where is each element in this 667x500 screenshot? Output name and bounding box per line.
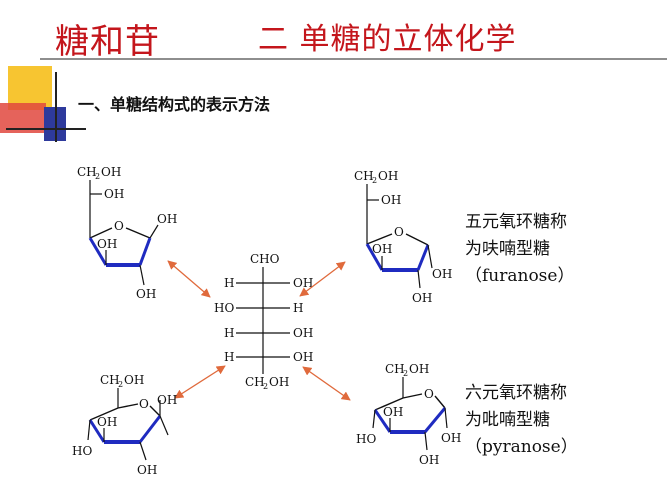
fr-bond-bold — [365, 243, 384, 271]
pl-bond — [149, 405, 161, 417]
pl-bond — [159, 415, 169, 436]
fischer-row4-left: H — [224, 350, 234, 364]
fr-oh-c5: OH — [381, 193, 401, 207]
pr-bond-bold — [423, 407, 447, 433]
fl-ch2oh-oh: OH — [101, 165, 121, 179]
fischer-top: CHO — [250, 252, 280, 266]
fl-oh-c2: OH — [136, 287, 156, 301]
fl-ring-o: O — [114, 219, 124, 233]
fischer-row3-left: H — [224, 326, 234, 340]
pyranose-note: 六元氧环糖称 为吡喃型糖 （pyranose） — [465, 380, 578, 461]
fl-bond — [89, 227, 113, 239]
pr-bond — [424, 431, 428, 451]
arrow-top-left — [167, 260, 211, 298]
pr-bond — [444, 407, 448, 429]
fischer-bottom-oh: OH — [269, 375, 289, 389]
equilibrium-arrows — [167, 260, 351, 401]
fl-oh-c5: OH — [104, 187, 124, 201]
furanose-note-line1: 五元氧环糖称 — [465, 212, 567, 232]
pr-bond — [434, 395, 446, 409]
fischer-row3-right: OH — [293, 326, 313, 340]
slide-title-left: 糖和苷 — [55, 22, 160, 62]
furanose-note: 五元氧环糖称 为呋喃型糖 （furanose） — [465, 209, 574, 290]
fr-oh-c2: OH — [412, 291, 432, 305]
pl-ring-o: O — [139, 397, 149, 411]
pyranose-left: CH 2 OH O OH OH HO OH — [72, 373, 177, 477]
fischer-bottom-sub: 2 — [263, 382, 268, 391]
pr-oh-c4: OH — [383, 405, 403, 419]
corner-hline — [6, 128, 86, 130]
fischer-bottom-ch: CH — [245, 375, 265, 389]
fr-bond — [417, 269, 421, 289]
fr-ring-o: O — [394, 225, 404, 239]
pl-oh-c2: OH — [137, 463, 157, 477]
fl-bond-bold — [138, 237, 152, 266]
fl-bond-bold — [88, 237, 108, 266]
pr-ch2oh-sub: 2 — [403, 369, 408, 378]
arrow-top-right — [299, 261, 346, 297]
pl-ho-c4: HO — [72, 444, 92, 458]
fr-ch2oh-sub: 2 — [372, 176, 377, 185]
pl-bond — [89, 407, 119, 421]
fr-oh-c1: OH — [432, 267, 452, 281]
fr-bond — [427, 244, 433, 269]
fischer-projection: CHO H OH HO H H OH H OH CH 2 OH — [214, 252, 313, 391]
fl-oh-c1: OH — [157, 212, 177, 226]
fl-bond — [149, 224, 159, 239]
pl-bond — [87, 419, 91, 441]
pr-bond — [374, 397, 404, 411]
pyranose-note-line2: 为吡喃型糖 — [465, 410, 550, 430]
arrow-bottom-left — [174, 365, 226, 399]
pr-oh-c1: OH — [441, 431, 461, 445]
furanose-right: CH 2 OH OH O OH OH OH — [354, 169, 452, 305]
corner-vline — [55, 72, 57, 142]
fr-bond — [405, 233, 429, 246]
pr-bond — [372, 409, 376, 429]
fr-ch2oh-oh: OH — [378, 169, 398, 183]
arrow-bottom-right — [302, 366, 351, 401]
pl-bond-bold — [88, 419, 106, 443]
fr-oh-c3: OH — [372, 242, 392, 256]
fl-oh-c3: OH — [97, 237, 117, 251]
pl-ch2oh-oh: OH — [124, 373, 144, 387]
pl-oh-c4: OH — [97, 415, 117, 429]
pr-ch2oh-oh: OH — [409, 362, 429, 376]
fl-bond — [139, 264, 145, 286]
pr-ring-o: O — [424, 387, 434, 401]
fischer-row2-right: H — [293, 301, 303, 315]
pl-oh-c1: OH — [157, 393, 177, 407]
pr-bond-bold — [373, 409, 392, 433]
furanose-note-line3: （furanose） — [465, 266, 575, 286]
pyranose-right: CH 2 OH O OH HO OH OH — [356, 362, 461, 467]
pr-oh-c2: OH — [419, 453, 439, 467]
pr-ho-c4: HO — [356, 432, 376, 446]
pl-bond-bold — [138, 415, 162, 443]
pyranose-note-line3: （pyranose） — [465, 437, 578, 457]
fr-bond — [366, 233, 393, 245]
fl-ch2oh-ch: CH — [77, 165, 97, 179]
fischer-row1-left: H — [224, 276, 234, 290]
fr-ch2oh-ch: CH — [354, 169, 374, 183]
section-subtitle: 一、单糖结构式的表示方法 — [78, 95, 271, 114]
corner-square-yellow — [8, 66, 52, 110]
fl-bond — [125, 227, 151, 239]
fischer-row4-right: OH — [293, 350, 313, 364]
fr-bond-bold — [416, 244, 430, 271]
furanose-note-line2: 为呋喃型糖 — [465, 239, 550, 259]
pl-bond — [117, 403, 139, 409]
pyranose-note-line1: 六元氧环糖称 — [465, 383, 567, 403]
pr-ch2oh-ch: CH — [385, 362, 405, 376]
fl-ch2oh-sub: 2 — [95, 172, 100, 181]
pl-ch2oh-sub: 2 — [118, 380, 123, 389]
furanose-left: CH 2 OH OH O OH OH OH — [77, 165, 177, 301]
pl-ch2oh-ch: CH — [100, 373, 120, 387]
fischer-row2-left: HO — [214, 301, 234, 315]
pr-bond — [402, 393, 423, 399]
title-rule — [40, 58, 667, 60]
pl-bond — [139, 441, 147, 461]
slide-title-right: 二 单糖的立体化学 — [258, 22, 517, 57]
